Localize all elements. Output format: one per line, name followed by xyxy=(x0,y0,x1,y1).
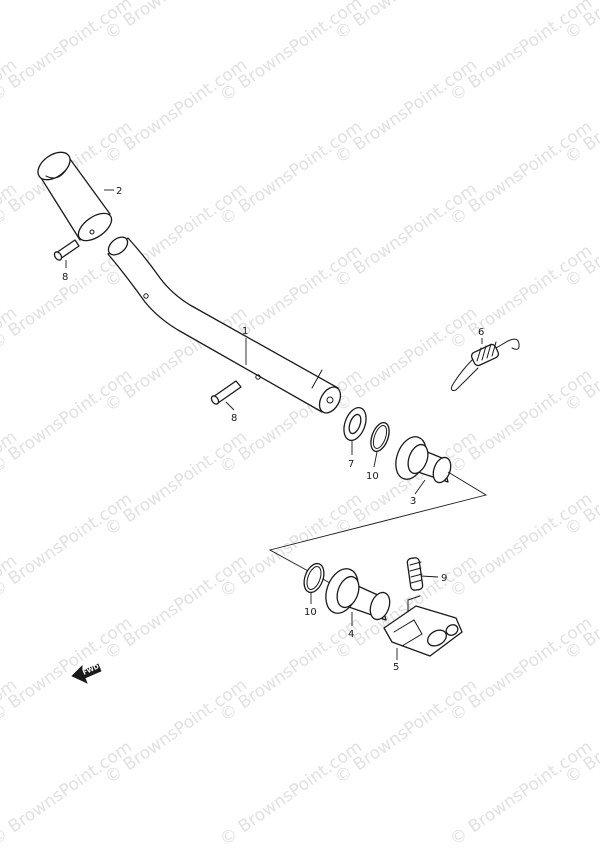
watermark-text: © BrownsPoint.com xyxy=(446,613,596,726)
watermark-text: © BrownsPoint.com xyxy=(101,427,251,540)
callout-1: 1 xyxy=(242,326,248,337)
tiller-arm xyxy=(107,236,342,414)
watermark-text: © BrownsPoint.com xyxy=(101,675,251,788)
watermark-text: © BrownsPoint.com xyxy=(0,489,136,602)
watermark-text: © BrownsPoint.com xyxy=(0,0,136,106)
callout-6: 6 xyxy=(478,327,484,338)
o-ring-lower xyxy=(303,562,325,594)
callout-10b: 10 xyxy=(304,607,317,618)
callout-labels: 2 8 1 8 6 7 10 3 9 10 4 5 xyxy=(62,186,484,673)
watermark-text: © BrownsPoint.com xyxy=(331,675,481,788)
watermark-text: © BrownsPoint.com xyxy=(0,303,21,416)
watermark-text: © BrownsPoint.com xyxy=(0,179,21,292)
pin-lower xyxy=(210,380,242,405)
watermark-text: © BrownsPoint.com xyxy=(0,427,21,540)
callout-4: 4 xyxy=(348,629,354,640)
bushing-lower xyxy=(325,568,391,621)
callout-2: 2 xyxy=(116,186,122,197)
watermark-text: © BrownsPoint.com xyxy=(0,55,21,168)
callout-9: 9 xyxy=(441,573,447,584)
washer xyxy=(343,407,367,441)
watermark-text: © BrownsPoint.com xyxy=(446,117,596,230)
watermark-text: © BrownsPoint.com xyxy=(0,0,21,44)
watermark-text: © BrownsPoint.com xyxy=(446,0,596,106)
callout-8a: 8 xyxy=(62,272,68,283)
assembly-connector xyxy=(268,471,488,584)
pin-upper xyxy=(53,239,80,261)
callout-7: 7 xyxy=(348,459,354,470)
watermark-text: © BrownsPoint.com xyxy=(101,551,251,664)
handle-grip xyxy=(37,151,113,242)
watermark-text: © BrownsPoint.com xyxy=(0,365,136,478)
watermark-text: © BrownsPoint.com xyxy=(331,303,481,416)
watermark-text: © BrownsPoint.com xyxy=(0,675,21,788)
watermark-text: © BrownsPoint.com xyxy=(101,55,251,168)
watermark-text: © BrownsPoint.com xyxy=(0,737,136,850)
watermark-text: © BrownsPoint.com xyxy=(446,737,596,850)
watermark-text: © BrownsPoint.com xyxy=(446,241,596,354)
bracket xyxy=(383,595,463,657)
bushing-upper xyxy=(395,436,452,484)
watermark-text: © BrownsPoint.com xyxy=(446,365,596,478)
watermark-text: © BrownsPoint.com xyxy=(331,179,481,292)
watermark-text: © BrownsPoint.com xyxy=(331,55,481,168)
callout-3: 3 xyxy=(410,496,416,507)
watermark-text: © BrownsPoint.com xyxy=(0,613,136,726)
watermark-text: © BrownsPoint.com xyxy=(216,737,366,850)
callout-8b: 8 xyxy=(231,413,237,424)
callout-5: 5 xyxy=(393,662,399,673)
watermark-text: © BrownsPoint.com xyxy=(216,613,366,726)
watermark-text: © BrownsPoint.com xyxy=(216,0,366,106)
watermark-text: © BrownsPoint.com xyxy=(446,489,596,602)
o-ring-upper xyxy=(370,421,390,453)
watermark-text: © BrownsPoint.com xyxy=(101,179,251,292)
watermark-text: © BrownsPoint.com xyxy=(0,551,21,664)
return-spring xyxy=(451,338,520,391)
callout-10a: 10 xyxy=(366,471,379,482)
spring-pin xyxy=(406,557,424,591)
watermark-text: © BrownsPoint.com xyxy=(216,117,366,230)
leader-lines xyxy=(65,189,483,660)
